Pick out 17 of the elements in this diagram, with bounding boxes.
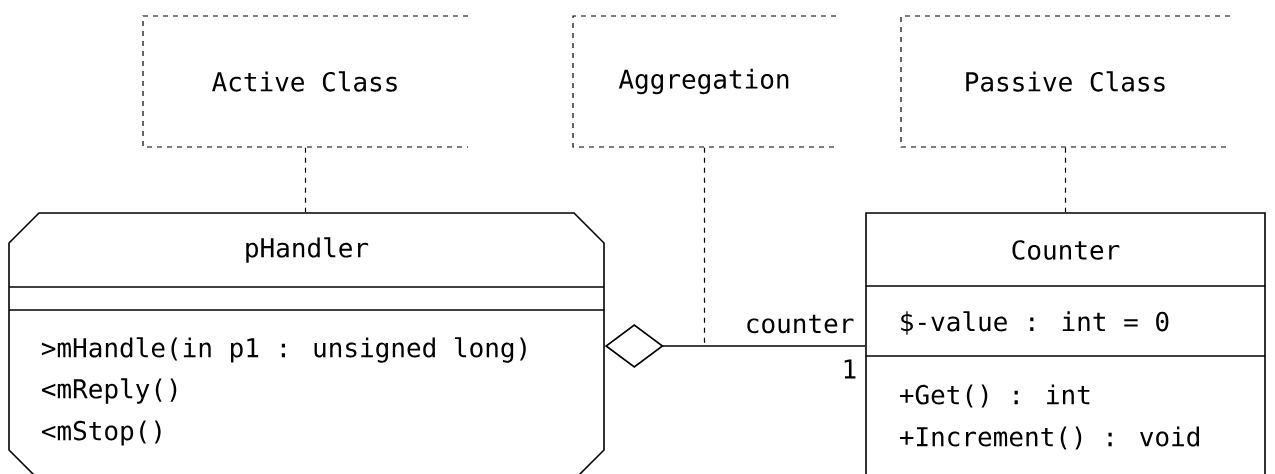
active-class-box <box>8 212 605 474</box>
multiplicity-label: 1 <box>844 359 856 379</box>
leader-line <box>1064 147 1067 213</box>
note-box: Active Class <box>142 15 469 148</box>
note-box: Passive Class <box>900 15 1231 148</box>
operation-text: <mStop() <box>41 420 161 446</box>
operation-text: +Increment() : void <box>899 426 1199 450</box>
operation-text: >mHandle(in p1 : unsigned long) <box>41 337 526 363</box>
class-name: pHandler <box>246 237 369 263</box>
operation-text: +Get() : int <box>899 384 1090 408</box>
attribute-text: $-value : int = 0 <box>901 311 1169 335</box>
edge-label: counter <box>742 312 857 336</box>
class-name: Counter <box>1012 240 1120 260</box>
operation-text: <mReply() <box>41 378 177 404</box>
leader-line <box>304 147 307 213</box>
note-box: Aggregation <box>572 15 837 148</box>
class-box <box>865 212 1266 474</box>
